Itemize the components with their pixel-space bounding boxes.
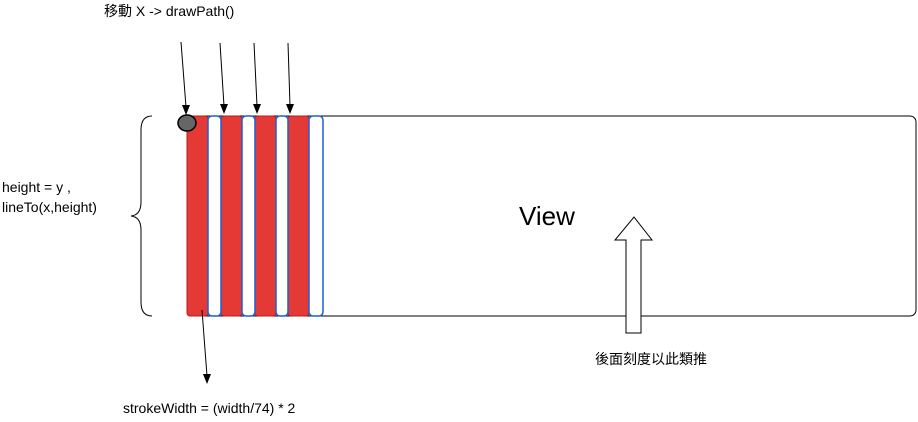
red-bar bbox=[287, 115, 310, 317]
arrow-down-icon bbox=[201, 309, 211, 384]
red-bar bbox=[186, 115, 209, 317]
hollow-up-arrow-icon bbox=[613, 216, 654, 334]
left-curly-brace-icon bbox=[130, 115, 153, 317]
red-bar bbox=[220, 115, 243, 317]
arrow-down-icon bbox=[219, 42, 228, 114]
arrow-down-icon bbox=[180, 41, 190, 115]
view-label: View bbox=[519, 201, 575, 231]
red-bar bbox=[254, 115, 277, 317]
height-label-line2: lineTo(x,height) bbox=[2, 199, 97, 215]
move-x-label: 移動 X -> drawPath() bbox=[104, 3, 234, 19]
blue-gap bbox=[275, 115, 289, 317]
gap-slots bbox=[207, 115, 324, 317]
blue-gap bbox=[241, 115, 256, 317]
arrow-down-icon bbox=[286, 42, 294, 114]
height-label-line1: height = y , bbox=[2, 179, 71, 195]
extrapolate-label: 後面刻度以此類推 bbox=[595, 351, 707, 367]
move-arrows bbox=[180, 41, 294, 115]
stroke-width-label: strokeWidth = (width/74) * 2 bbox=[123, 400, 296, 416]
arrow-down-icon bbox=[253, 42, 261, 114]
start-point-dot-icon bbox=[177, 114, 197, 132]
blue-gap bbox=[308, 115, 324, 317]
blue-gap bbox=[207, 115, 222, 317]
